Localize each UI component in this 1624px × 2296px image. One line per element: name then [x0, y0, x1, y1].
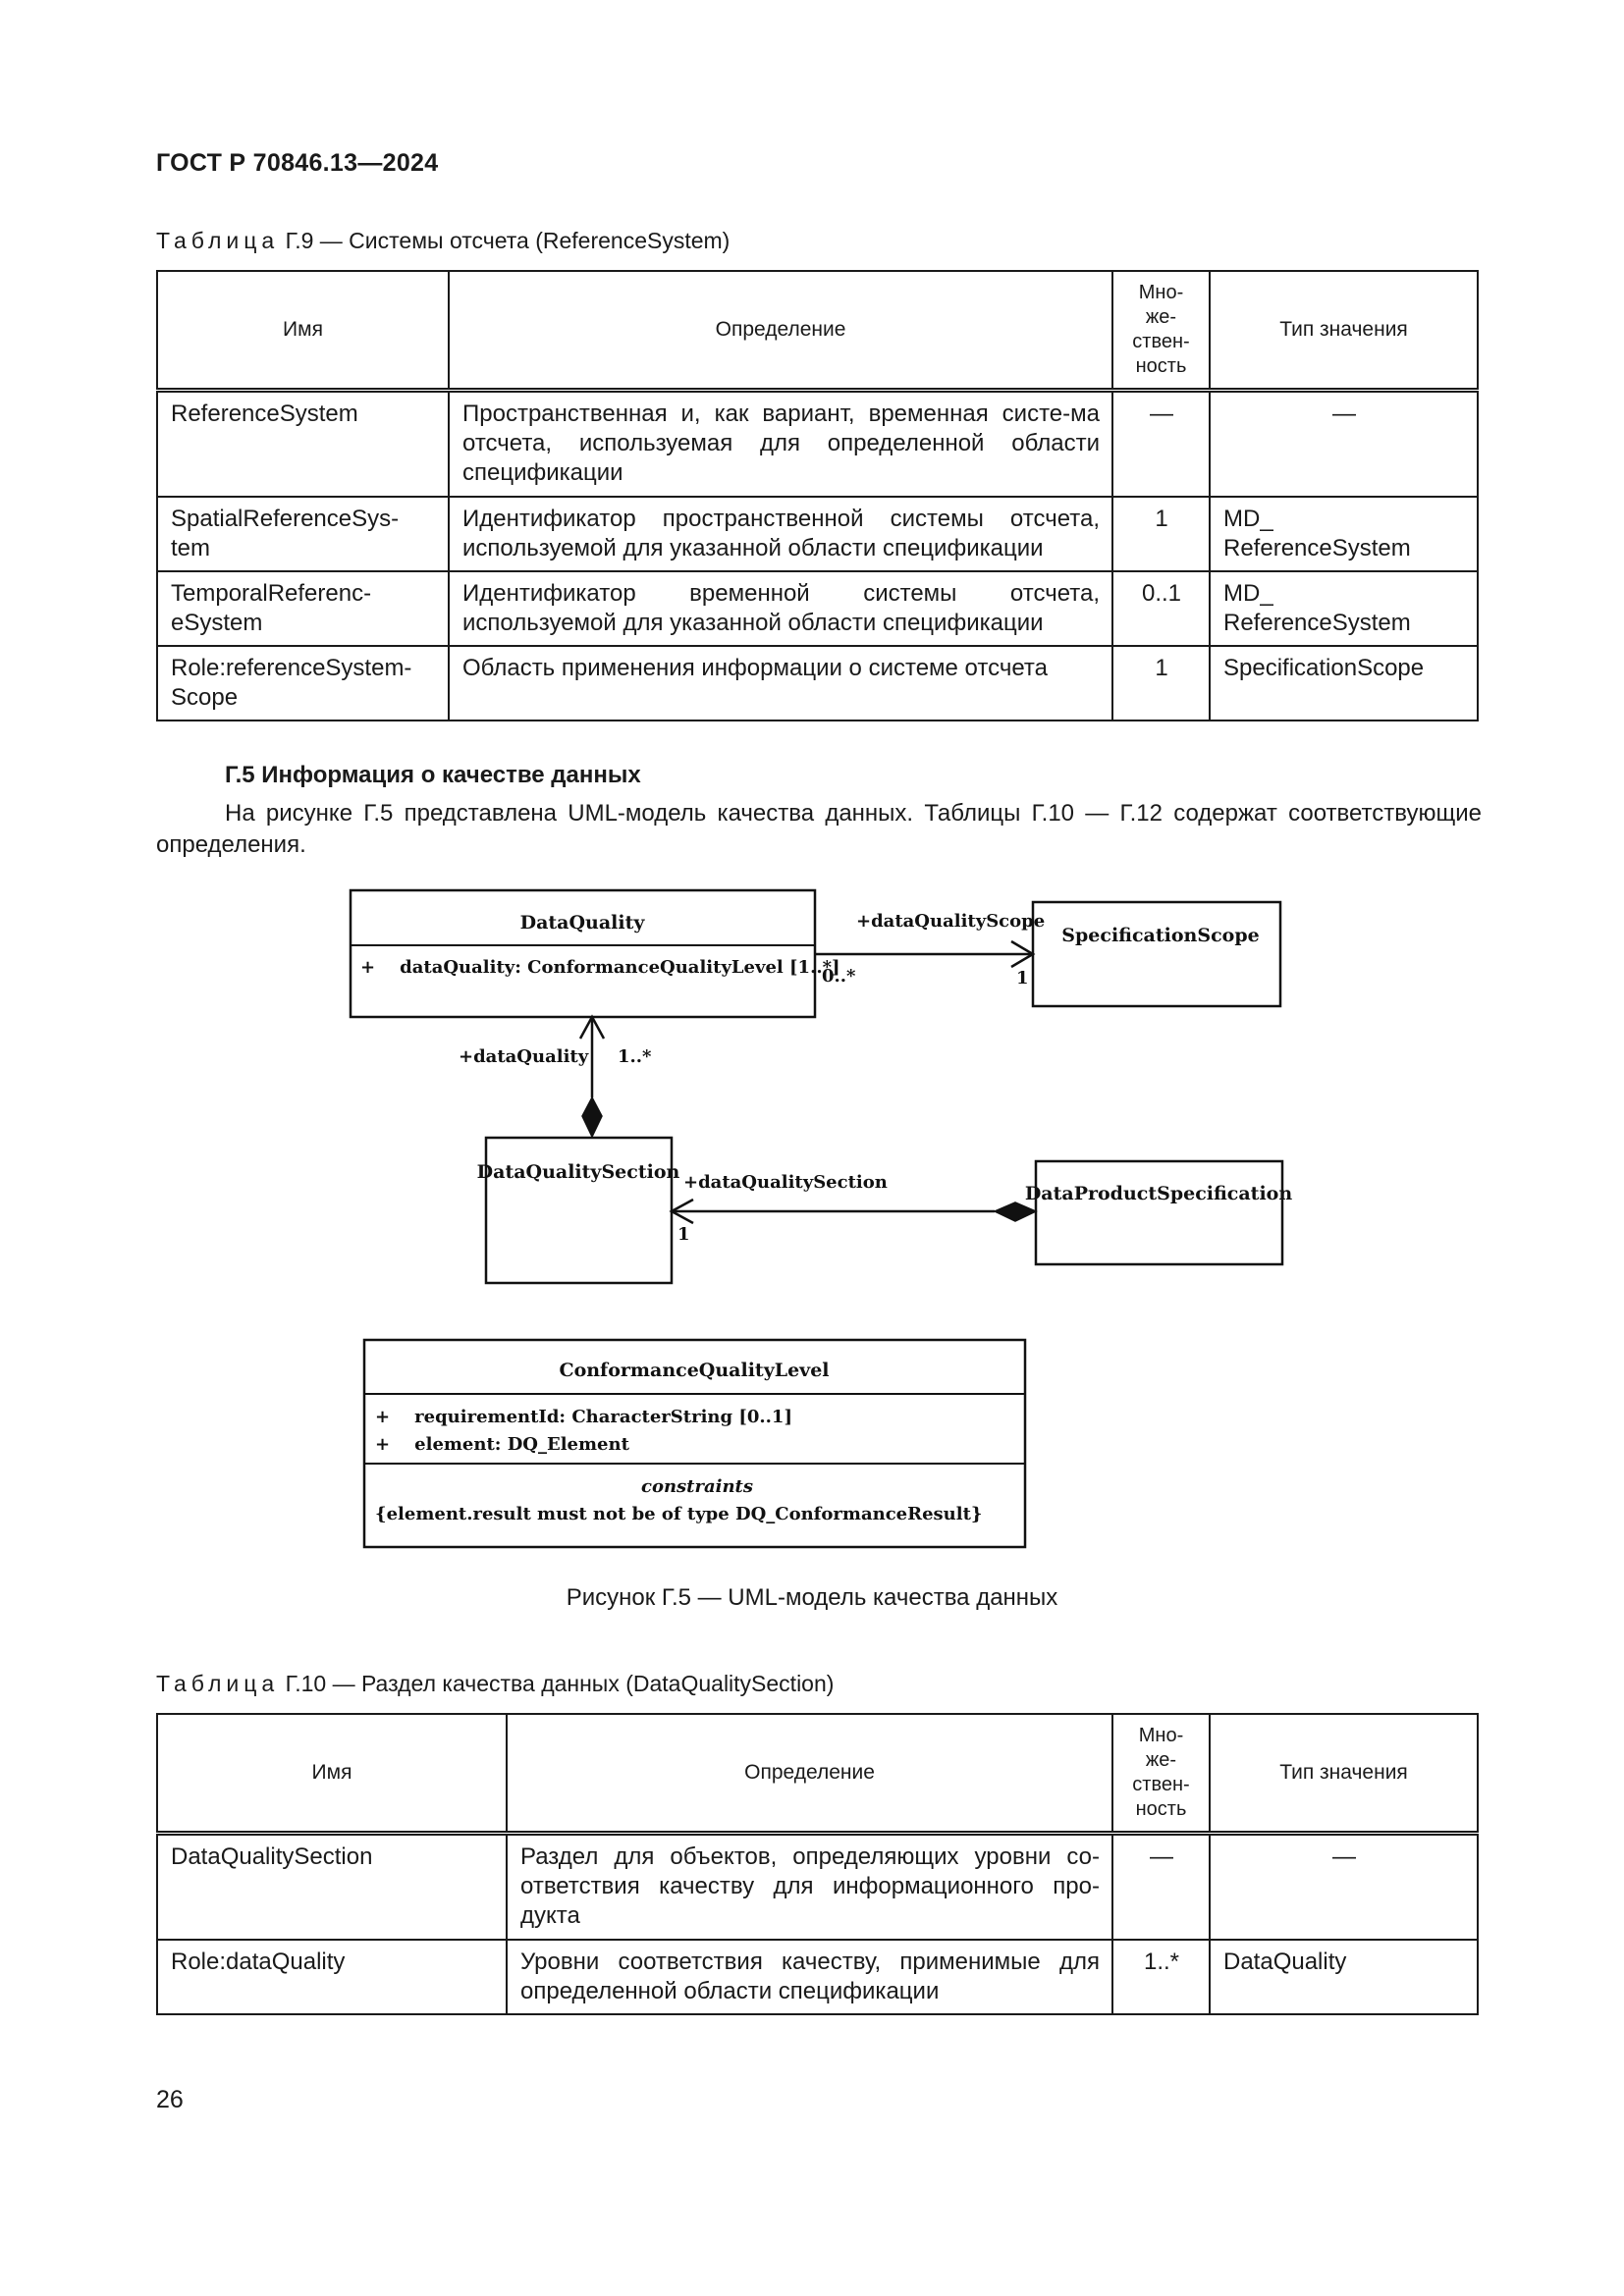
class-data-quality-name: DataQuality [520, 912, 646, 934]
association-data-quality-scope: +dataQualityScope 0..* 1 [815, 911, 1045, 988]
table-row: DataQualitySection Раздел для объектов, … [156, 1832, 1479, 1941]
table9: Имя Определение Мно- же- ствен- ность Ти… [156, 270, 1479, 721]
table10-cell-type: — [1209, 1832, 1479, 1941]
class-data-product-specification: DataProductSpecification [1025, 1159, 1293, 1266]
table10-cell-type: DataQuality [1209, 1939, 1479, 2015]
table9-cell-definition: Область применения информации о системе … [448, 645, 1113, 721]
table9-cell-definition: Пространственная и, как вариант, временн… [448, 389, 1113, 498]
assoc-scope-source-mult: 0..* [822, 966, 856, 987]
class-data-product-specification-name: DataProductSpecification [1025, 1183, 1293, 1204]
table-row: TemporalReferenc-eSystem Идентификатор в… [156, 570, 1479, 647]
assoc-section-role: +dataQualitySection [683, 1172, 888, 1193]
table10: Имя Определение Мно- же- ствен- ность Ти… [156, 1713, 1479, 2015]
class-specification-scope-name: SpecificationScope [1061, 925, 1259, 946]
table9-cell-type: SpecificationScope [1209, 645, 1479, 721]
class-conformance-attribute: + element: DQ_Element [375, 1434, 630, 1455]
table10-header-multiplicity: Мно- же- ствен- ность [1111, 1713, 1211, 1836]
table9-header-row: Имя Определение Мно- же- ствен- ность Ти… [156, 270, 1479, 393]
class-specification-scope: SpecificationScope [1031, 900, 1282, 1008]
assoc-scope-role: +dataQualityScope [856, 911, 1045, 932]
table10-header-type: Тип значения [1209, 1713, 1479, 1836]
section-paragraph: На рисунке Г.5 представлена UML-модель к… [156, 800, 1482, 858]
page-number: 26 [156, 2086, 184, 2113]
table10-caption-text: Г.10 — Раздел качества данных (DataQuali… [279, 1671, 835, 1696]
table10-cell-name: Role:dataQuality [156, 1939, 508, 2015]
assoc-quality-mult: 1..* [618, 1046, 652, 1067]
table9-cell-multiplicity: 1 [1111, 645, 1211, 721]
assoc-scope-target-mult: 1 [1016, 968, 1029, 988]
table10-cell-name: DataQualitySection [156, 1832, 508, 1941]
section-heading: Г.5 Информация о качестве данных [225, 762, 641, 788]
table10-caption: Таблица Г.10 — Раздел качества данных (D… [156, 1671, 834, 1697]
association-data-quality: +dataQuality 1..* [459, 1014, 652, 1139]
table10-cell-multiplicity: — [1111, 1832, 1211, 1941]
table10-cell-definition: Уровни соответствия качеству, применимые… [506, 1939, 1113, 2015]
class-data-quality-section: DataQualitySection [477, 1136, 680, 1285]
table9-header-name: Имя [156, 270, 450, 393]
table9-cell-multiplicity: — [1111, 389, 1211, 498]
table9-header-multiplicity: Мно- же- ствен- ность [1111, 270, 1211, 393]
table9-cell-multiplicity: 1 [1111, 496, 1211, 572]
table9-cell-definition: Идентификатор пространственной системы о… [448, 496, 1113, 572]
assoc-section-mult: 1 [677, 1224, 690, 1245]
table9-cell-type: — [1209, 389, 1479, 498]
class-conformance-quality-level: ConformanceQualityLevel + requirementId:… [362, 1338, 1027, 1549]
table9-cell-type: MD_ ReferenceSystem [1209, 496, 1479, 572]
table-row: Role:referenceSystem-Scope Область приме… [156, 645, 1479, 721]
table9-cell-name: ReferenceSystem [156, 389, 450, 498]
table9-cell-name: Role:referenceSystem-Scope [156, 645, 450, 721]
table9-cell-definition: Идентификатор временной системы отсчета,… [448, 570, 1113, 647]
table10-header-name: Имя [156, 1713, 508, 1836]
table-row: Role:dataQuality Уровни соответствия кач… [156, 1939, 1479, 2015]
table9-cell-name: TemporalReferenc-eSystem [156, 570, 450, 647]
table-row: SpatialReferenceSys-tem Идентификатор пр… [156, 496, 1479, 572]
table10-caption-prefix: Таблица [156, 1671, 280, 1696]
class-conformance-constraints-label: constraints [641, 1476, 753, 1497]
table9-cell-type: MD_ ReferenceSystem [1209, 570, 1479, 647]
class-data-quality: DataQuality + dataQuality: ConformanceQu… [349, 888, 840, 1019]
table9-header-type: Тип значения [1209, 270, 1479, 393]
table9-cell-multiplicity: 0..1 [1111, 570, 1211, 647]
table10-header-definition: Определение [506, 1713, 1113, 1836]
assoc-quality-role: +dataQuality [459, 1046, 589, 1067]
table10-cell-definition: Раздел для объектов, определяющих уровни… [506, 1832, 1113, 1941]
table9-caption-prefix: Таблица [156, 228, 280, 253]
table9-cell-name: SpatialReferenceSys-tem [156, 496, 450, 572]
table10-header-row: Имя Определение Мно- же- ствен- ность Ти… [156, 1713, 1479, 1836]
figure-caption: Рисунок Г.5 — UML-модель качества данных [566, 1584, 1058, 1611]
table10-cell-multiplicity: 1..* [1111, 1939, 1211, 2015]
table9-caption-text: Г.9 — Системы отсчета (ReferenceSystem) [279, 228, 731, 253]
uml-diagram: DataQuality + dataQuality: ConformanceQu… [349, 888, 1293, 1549]
class-conformance-constraint: {element.result must not be of type DQ_C… [375, 1504, 983, 1524]
class-conformance-attribute: + requirementId: CharacterString [0..1] [375, 1407, 792, 1427]
table-row: ReferenceSystem Пространственная и, как … [156, 389, 1479, 498]
class-data-quality-attribute: + dataQuality: ConformanceQualityLevel [… [360, 957, 840, 978]
table9-caption: Таблица Г.9 — Системы отсчета (Reference… [156, 228, 730, 254]
document-header: ГОСТ Р 70846.13—2024 [156, 149, 439, 177]
association-data-quality-section: +dataQualitySection 1 [669, 1172, 1038, 1245]
class-data-quality-section-name: DataQualitySection [477, 1161, 680, 1183]
class-conformance-quality-level-name: ConformanceQualityLevel [559, 1360, 829, 1381]
table9-header-definition: Определение [448, 270, 1113, 393]
